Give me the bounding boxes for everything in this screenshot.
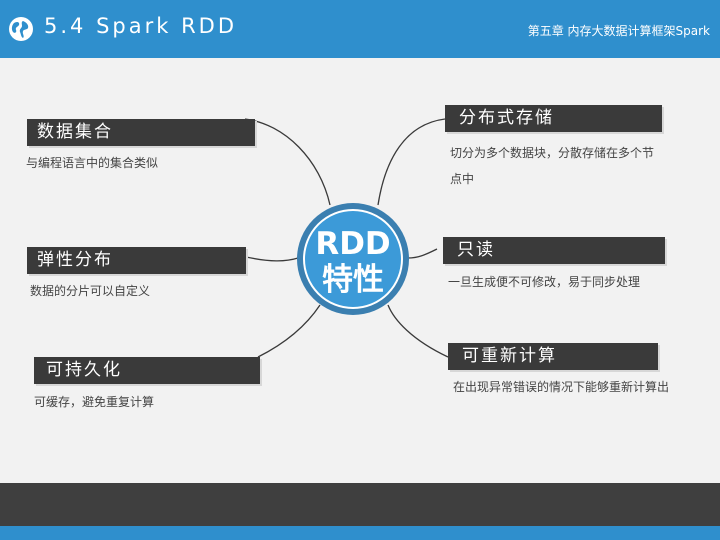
slide-title: 5.4 Spark RDD (44, 14, 238, 38)
node-desc: 数据的分片可以自定义 (30, 284, 151, 298)
node-label: 可持久化 (46, 360, 122, 380)
node-desc: 可缓存，避免重复计算 (34, 395, 155, 409)
footer-blue-band (0, 526, 720, 540)
footer-dark-band (0, 483, 720, 526)
node-label: 分布式存储 (459, 108, 554, 128)
node-elastic-distribution: 弹性分布 (27, 247, 246, 274)
rdd-center-circle: RDD 特性 (297, 203, 409, 315)
node-read-only: 只读 (443, 237, 665, 264)
node-label: 只读 (457, 240, 495, 260)
node-label: 可重新计算 (462, 346, 557, 366)
node-distributed-storage: 分布式存储 (445, 105, 662, 132)
node-persistence: 可持久化 (34, 357, 260, 384)
node-desc: 与编程语言中的集合类似 (26, 156, 159, 170)
globe-icon (9, 17, 33, 41)
node-desc: 点中 (450, 172, 475, 186)
node-label: 数据集合 (37, 122, 113, 142)
node-recomputable: 可重新计算 (448, 343, 658, 370)
rdd-center-inner: RDD 特性 (303, 209, 403, 309)
center-line-1: RDD (315, 226, 391, 262)
chapter-title: 第五章 内存大数据计算框架Spark (527, 24, 710, 38)
node-desc: 在出现异常错误的情况下能够重新计算出 (453, 380, 670, 394)
node-data-collection: 数据集合 (27, 119, 255, 146)
node-desc: 一旦生成便不可修改，易于同步处理 (448, 275, 641, 289)
center-line-2: 特性 (322, 262, 384, 298)
node-label: 弹性分布 (37, 250, 113, 270)
header-bar: 5.4 Spark RDD 第五章 内存大数据计算框架Spark (0, 0, 720, 58)
node-desc: 切分为多个数据块，分散存储在多个节 (450, 146, 655, 160)
